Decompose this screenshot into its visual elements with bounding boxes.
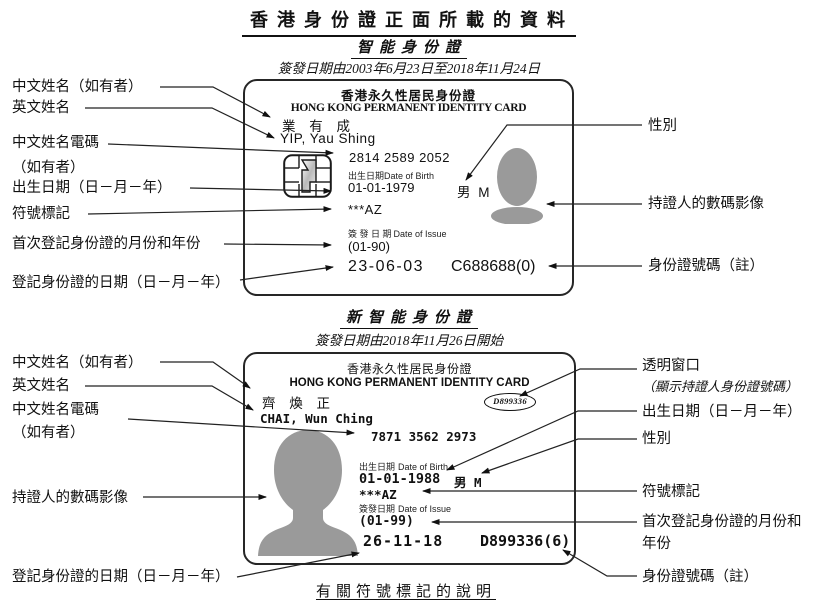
label-telecode-if-any: （如有者）: [12, 160, 85, 176]
id-number-value: D899336(6): [480, 532, 571, 550]
doi-value: (01-99): [359, 514, 414, 529]
label-date-of-birth: 出生日期（日－月－年）: [642, 404, 802, 420]
section-heading-new-smart-id: 新智能身份證: [339, 306, 478, 329]
label-date-of-birth: 出生日期（日－月－年）: [12, 180, 172, 196]
chip-icon: [283, 154, 332, 198]
id-number-value: C688688(0): [451, 258, 536, 275]
card-title-english: HONG KONG PERMANENT IDENTITY CARD: [289, 377, 530, 389]
gender-value: 男 M: [457, 185, 492, 200]
label-id-number: 身份證號碼（註）: [642, 569, 758, 585]
label-first-registration-line2: 年份: [642, 536, 671, 552]
section-issue-period-new-smart-id: 簽發日期由2018年11月26日開始: [315, 333, 503, 348]
label-registration-date: 登記身份證的日期（日－月－年）: [12, 275, 230, 291]
label-telecode-if-any: （如有者）: [12, 425, 85, 441]
label-id-number: 身份證號碼（註）: [648, 258, 764, 274]
dob-value: 01-01-1988: [359, 471, 441, 487]
doi-value: (01-90): [348, 239, 390, 254]
section-heading-smart-id: 智能身份證: [350, 36, 467, 59]
holder-name-english: YIP, Yau Shing: [280, 131, 376, 146]
label-transparent-window-note: （顯示持證人身份證號碼）: [642, 379, 799, 394]
registration-date-value: 23-06-03: [348, 258, 425, 275]
label-transparent-window: 透明窗口: [642, 358, 700, 374]
new-smart-id-card: 香港永久性居民身份證 HONG KONG PERMANENT IDENTITY …: [243, 352, 576, 565]
symbols-value: ***AZ: [348, 202, 383, 217]
section-issue-period-smart-id: 簽發日期由2003年6月23日至2018年11月24日: [277, 61, 541, 76]
telecode-value: 2814 2589 2052: [349, 150, 450, 165]
dob-field-label: 出生日期Date of Birth: [348, 171, 435, 181]
card-title-chinese: 香港永久性居民身份證: [346, 362, 472, 376]
label-chinese-name: 中文姓名（如有者）: [12, 355, 143, 371]
label-english-name: 英文姓名: [12, 378, 70, 394]
dob-value: 01-01-1979: [348, 180, 415, 195]
holder-photo-silhouette: [258, 430, 358, 556]
label-telecode: 中文姓名電碼: [12, 135, 99, 151]
label-symbols: 符號標記: [642, 484, 700, 500]
label-registration-date: 登記身份證的日期（日－月－年）: [12, 569, 230, 585]
label-first-registration: 首次登記身份證的月份和: [642, 514, 802, 530]
label-symbols: 符號標記: [12, 206, 70, 222]
label-first-registration: 首次登記身份證的月份和年份: [12, 236, 201, 252]
holder-name-english: CHAI, Wun Ching: [260, 411, 373, 426]
gender-value: 男 M: [454, 475, 482, 490]
label-chinese-name: 中文姓名（如有者）: [12, 79, 143, 95]
card-title-english: HONG KONG PERMANENT IDENTITY CARD: [290, 102, 527, 114]
symbols-value: ***AZ: [359, 487, 397, 502]
label-digital-image: 持證人的數碼影像: [12, 490, 128, 506]
label-digital-image: 持證人的數碼影像: [648, 196, 764, 212]
label-gender: 性別: [648, 118, 677, 134]
transparent-window: D899336: [484, 393, 536, 411]
label-english-name: 英文姓名: [12, 100, 70, 116]
holder-name-chinese: 齊 煥 正: [262, 396, 336, 411]
holder-photo-silhouette: [491, 148, 543, 224]
smart-id-card: 香港永久性居民身份證 HONG KONG PERMANENT IDENTITY …: [243, 79, 574, 296]
page-title: 香港身份證正面所載的資料: [242, 6, 576, 37]
symbols-explanation-link[interactable]: 有關符號標記的說明: [315, 584, 496, 600]
telecode-value: 7871 3562 2973: [371, 429, 477, 444]
label-telecode: 中文姓名電碼: [12, 402, 99, 418]
label-gender: 性別: [642, 431, 671, 447]
card-title-chinese: 香港永久性居民身份證: [340, 89, 476, 103]
holder-name-chinese: 業 有 成: [282, 119, 356, 134]
registration-date-value: 26-11-18: [363, 532, 444, 550]
